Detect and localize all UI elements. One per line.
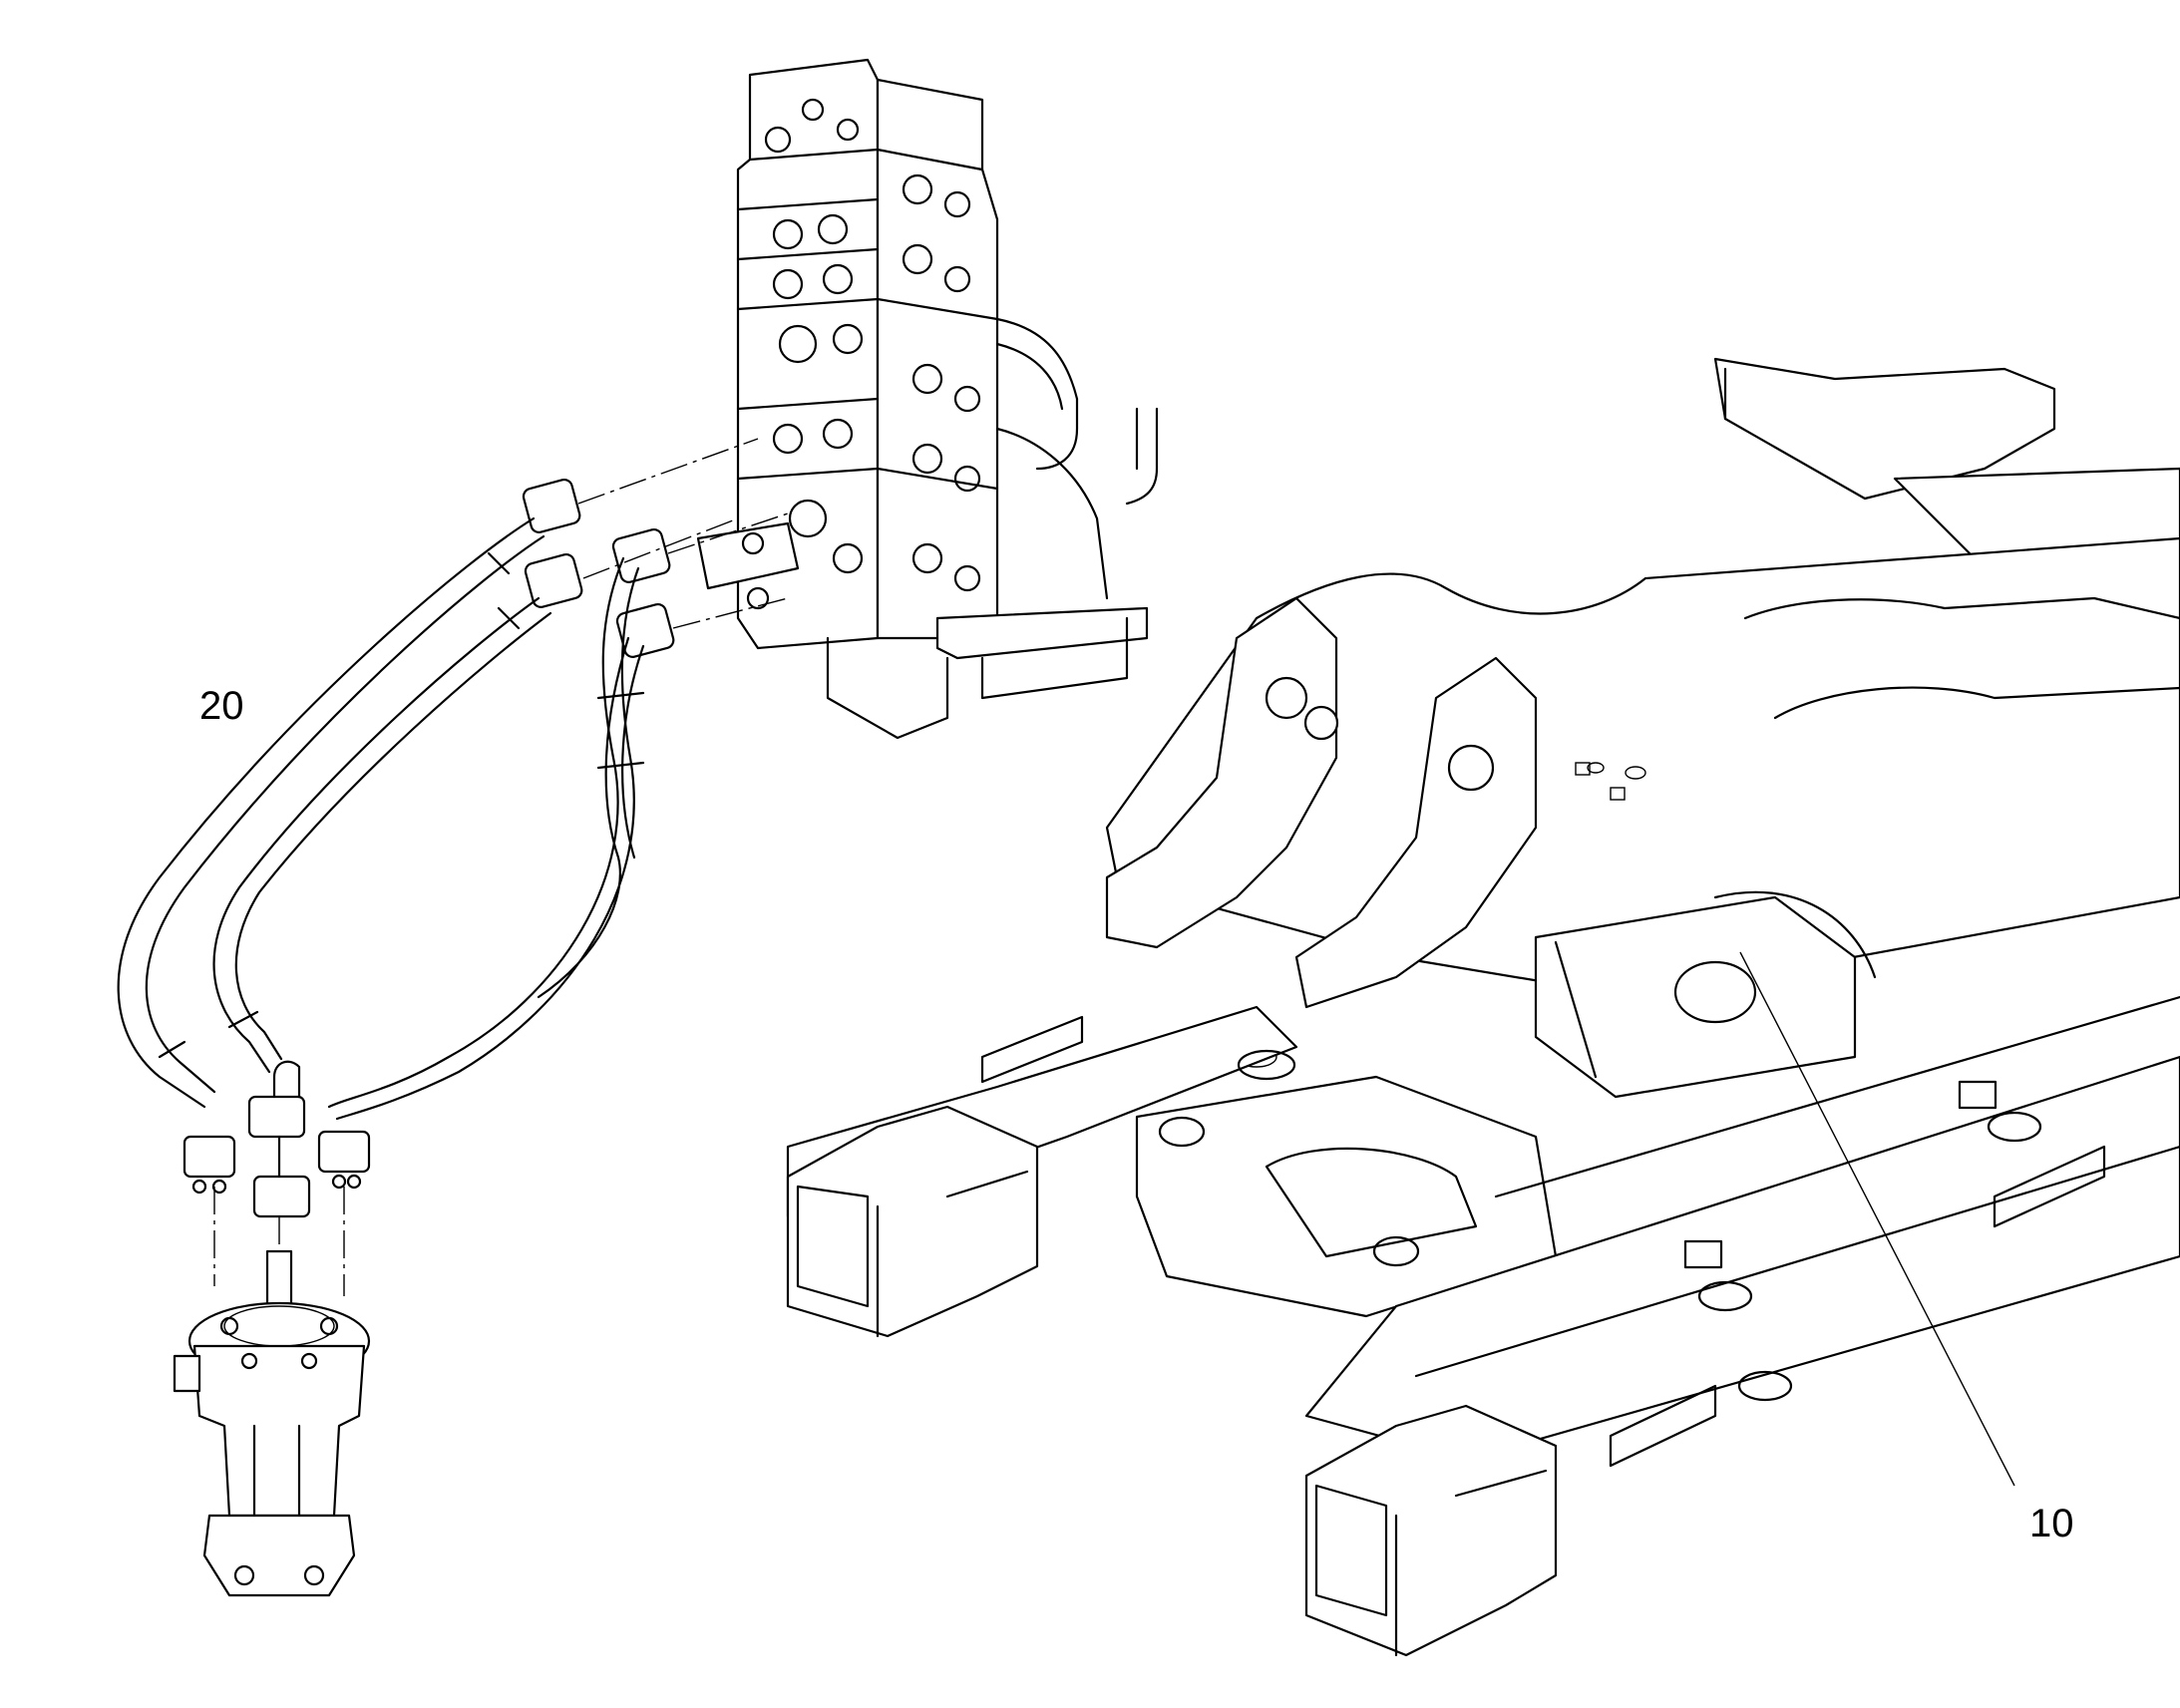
control-valve-block xyxy=(696,58,1159,740)
callout-20: 20 xyxy=(199,684,244,728)
assembly-centerlines xyxy=(213,438,789,1366)
side-rails xyxy=(786,995,2180,1657)
hose-assembly xyxy=(117,478,675,1218)
leader-line-10 xyxy=(1739,951,2015,1487)
swivel-joint xyxy=(173,1249,371,1597)
callout-10: 10 xyxy=(2029,1502,2074,1545)
upper-frame xyxy=(1105,357,2180,1318)
